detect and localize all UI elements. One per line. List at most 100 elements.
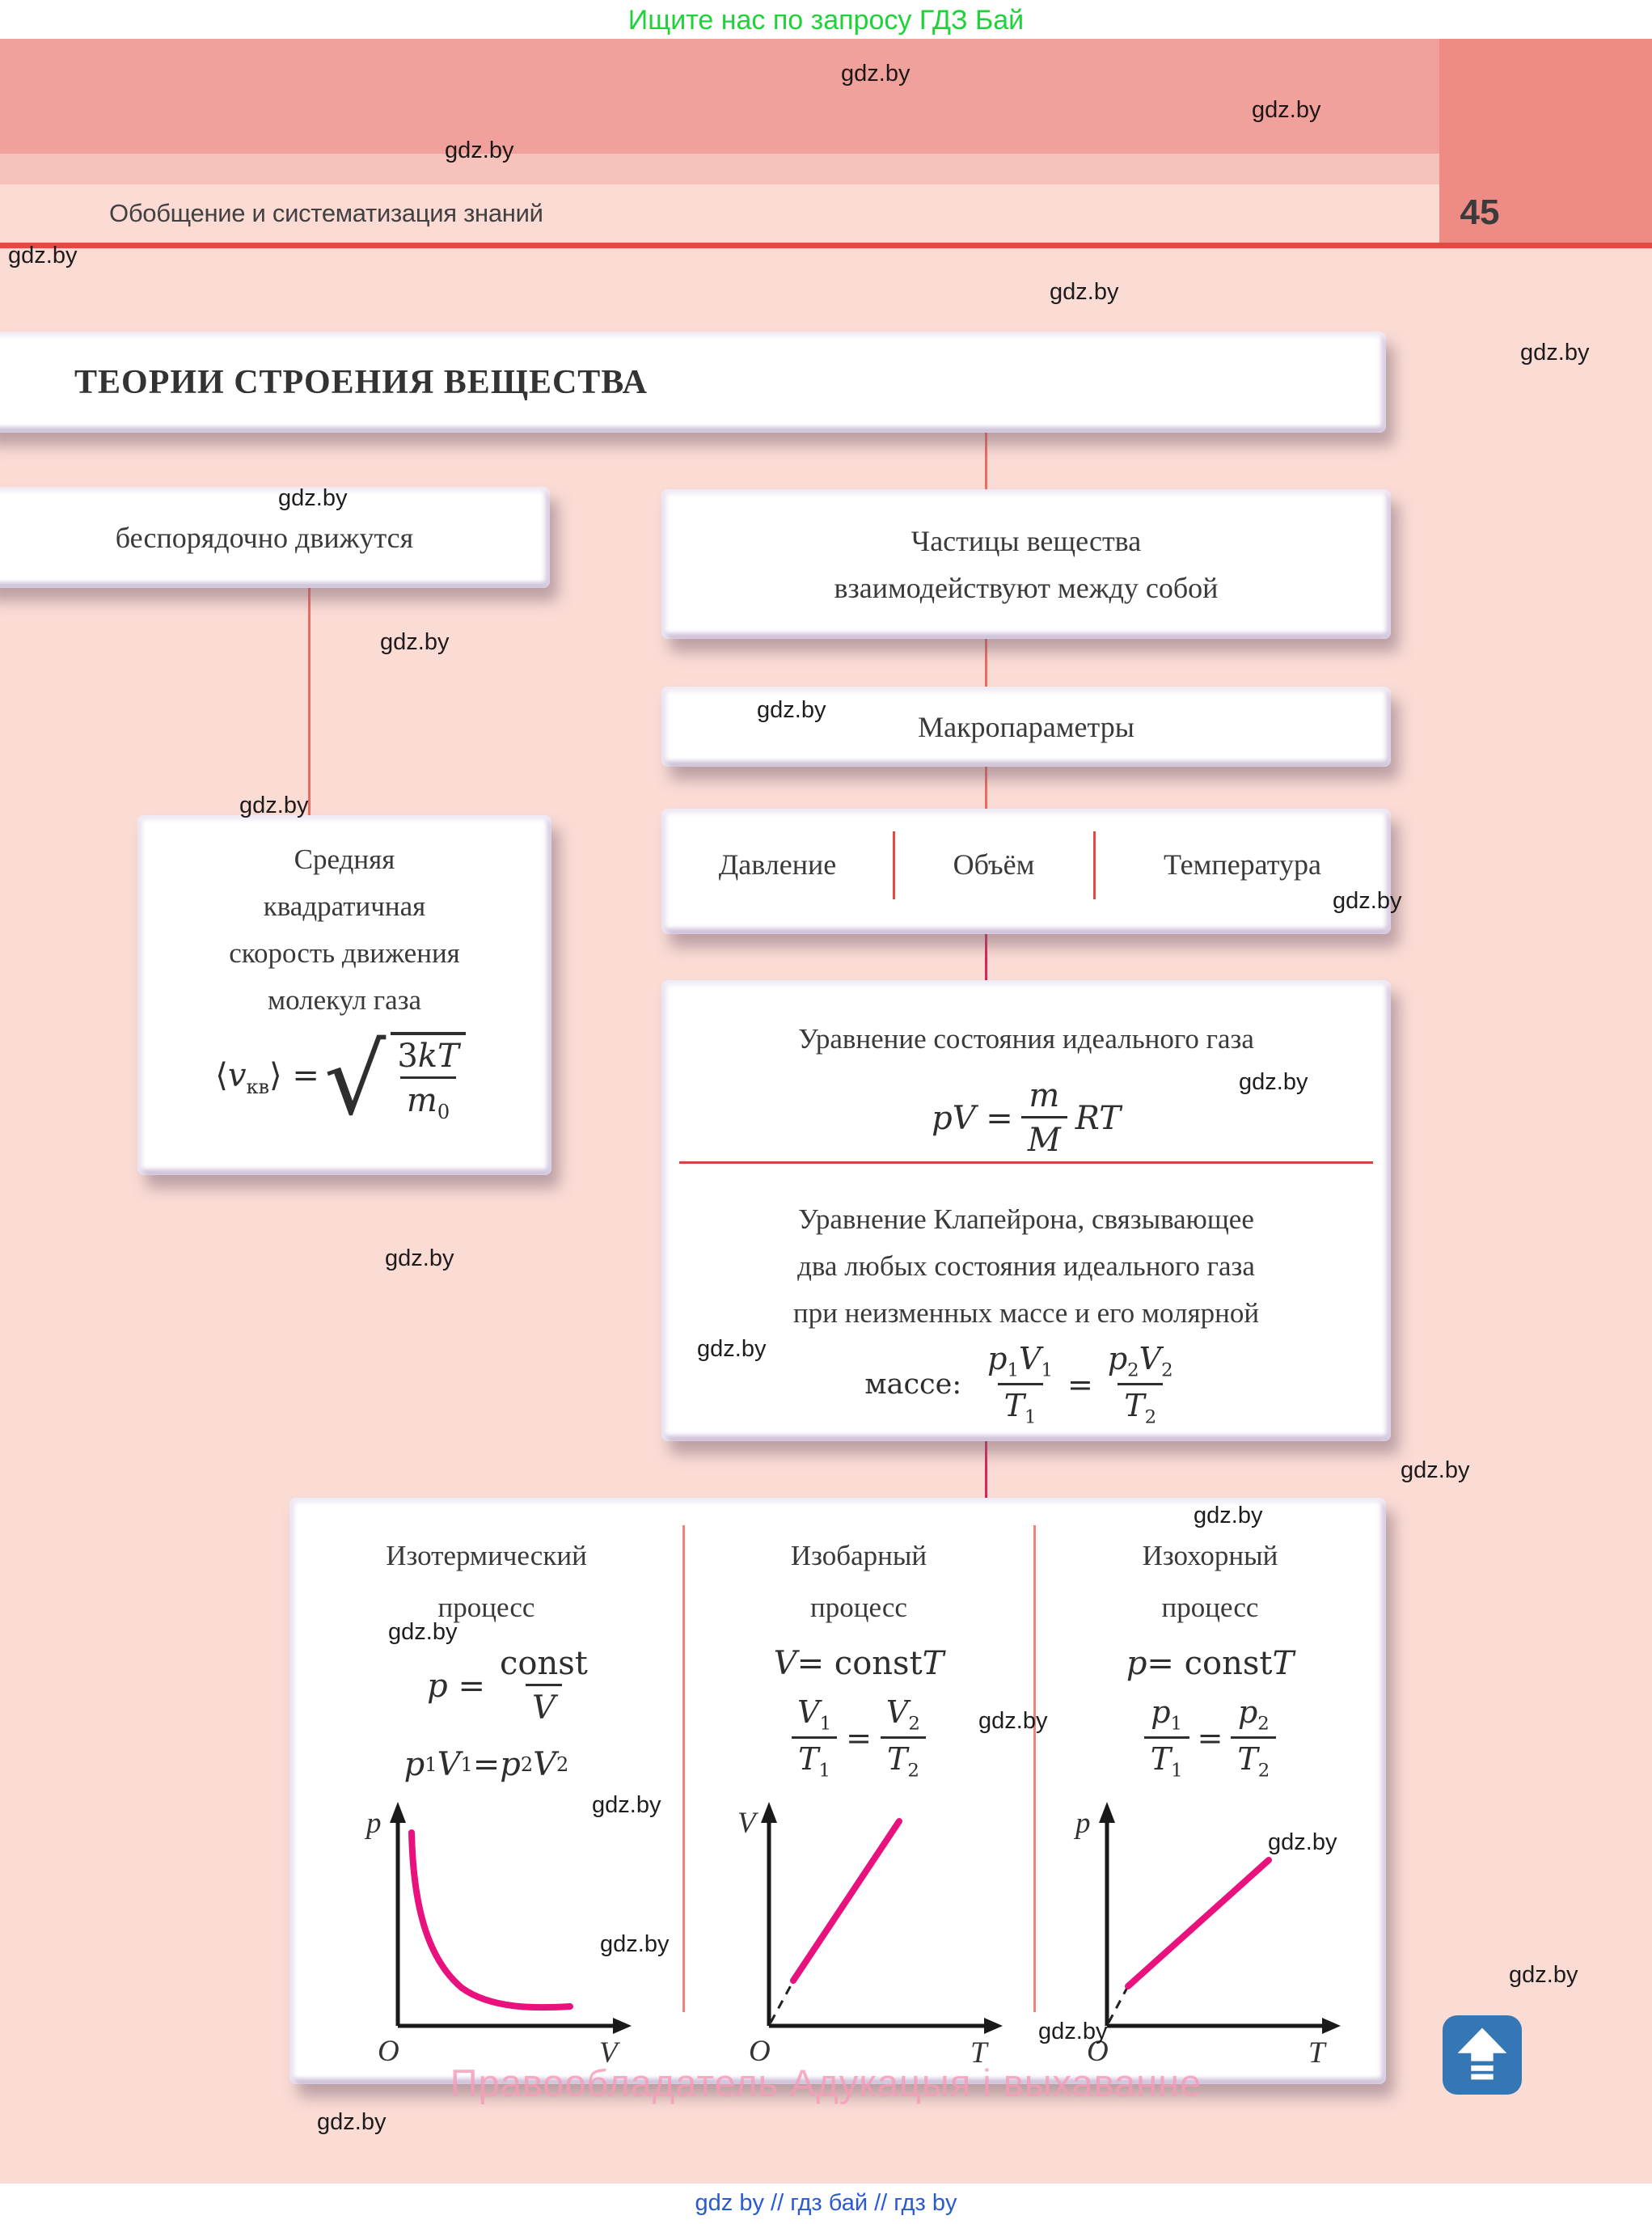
gdz-watermark: gdz.by	[978, 1708, 1048, 1734]
process-divider-1	[682, 1525, 685, 2012]
rms-line2: квадратичная	[263, 890, 426, 922]
isobaric-f2-den: T2	[880, 1736, 926, 1782]
volume-label: Объём	[953, 848, 1035, 881]
clapeyron-line2: два любых состояния идеального газа	[797, 1250, 1255, 1282]
gdz-watermark: gdz.by	[1509, 1962, 1578, 1988]
isochoric-f1-den: T1	[1143, 1736, 1189, 1782]
clapeyron-f2-num: p2V2	[1107, 1341, 1173, 1381]
gdz-watermark: gdz.by	[239, 793, 309, 818]
macroparameters-text: Макропараметры	[918, 710, 1134, 743]
particles-line1: Частицы вещества	[911, 524, 1142, 557]
gdz-watermark: gdz.by	[445, 137, 514, 163]
connector-title-particles	[985, 427, 987, 492]
connector-random-rms	[308, 584, 311, 818]
header-band-light	[0, 184, 1652, 243]
mass-label: массе:	[864, 1368, 962, 1402]
clapeyron-formula: массе: p1V1 T1 = p2V2 T2	[864, 1341, 1187, 1428]
gdz-watermark: gdz.by	[697, 1336, 767, 1362]
isochoric-column: Изохорный процесс p = const T p1 T1 = p2…	[1034, 1498, 1386, 2096]
gdz-watermark: gdz.by	[278, 485, 348, 511]
header-band-dark	[0, 39, 1652, 154]
isothermal-graph: p O V	[364, 1802, 632, 2066]
parameters-box: Давление Объём Температура	[661, 809, 1391, 934]
isobaric-fraction-1: V1 T1	[791, 1694, 838, 1782]
origin-label: O	[749, 2035, 771, 2066]
diagram-title: ТЕОРИИ СТРОЕНИЯ ВЕЩЕСТВА	[74, 363, 649, 401]
clapeyron-fraction-1: p1V1 T1	[981, 1341, 1059, 1428]
isochoric-f2-den: T2	[1231, 1736, 1277, 1782]
connector-particles-macro	[985, 635, 987, 690]
isochoric-graph: p O T	[1073, 1802, 1341, 2066]
gdz-watermark: gdz.by	[317, 2109, 387, 2135]
particles-box: Частицы вещества взаимодействуют между с…	[661, 489, 1391, 639]
gdz-watermark: gdz.by	[1239, 1069, 1308, 1095]
y-axis-arrow-icon	[1099, 1802, 1115, 1823]
isothermal-title-2: процесс	[437, 1592, 535, 1623]
isobaric-equals: =	[846, 1720, 872, 1757]
header-band-medium	[0, 154, 1652, 184]
process-divider-2	[1033, 1525, 1036, 2012]
section-header: Обобщение и систематизация знаний	[109, 199, 543, 227]
promo-text: Ищите нас по запросу ГДЗ Бай	[627, 5, 1025, 36]
scroll-top-button[interactable]	[1443, 2015, 1522, 2095]
radical-sign: √	[323, 1024, 387, 1137]
isobar-dashed-segment	[769, 1976, 797, 2023]
title-box: ТЕОРИИ СТРОЕНИЯ ВЕЩЕСТВА	[0, 332, 1386, 433]
clapeyron-line3: при неизменных массе и его молярной	[792, 1297, 1260, 1329]
state-fraction: m M	[1020, 1077, 1067, 1159]
gdz-watermark: gdz.by	[1194, 1503, 1263, 1528]
footer-links[interactable]: gdz by // гдз бай // гдз by	[695, 2190, 957, 2216]
gdz-watermark: gdz.by	[380, 629, 450, 655]
state-equation-box: Уравнение состояния идеального газа pV =…	[661, 980, 1391, 1441]
x-axis-label: T	[970, 2036, 989, 2066]
macroparameters-box: Макропараметры	[661, 687, 1391, 767]
isochoric-f2-num: p2	[1237, 1694, 1270, 1735]
copyright-watermark: Правообладатель Адукацыя і выхаванне	[450, 2061, 1202, 2104]
isobaric-graph: V O T	[737, 1802, 1003, 2066]
gdz-watermark: gdz.by	[1252, 97, 1321, 123]
isobar-line	[790, 1818, 902, 1984]
state-rhs: RT	[1075, 1099, 1121, 1137]
isochoric-eq2: p1 T1 = p2 T2	[1136, 1694, 1285, 1782]
footer-strip	[0, 2184, 1652, 2224]
gdz-watermark: gdz.by	[388, 1619, 458, 1645]
connector-params-state	[985, 930, 987, 983]
rms-formula: ⟨vкв⟩ = √ 3kT m0	[215, 1024, 473, 1137]
parameters-divider-1	[893, 831, 895, 899]
clapeyron-f2-den: T2	[1118, 1382, 1164, 1428]
isothermal-eq1-lhs: p =	[427, 1667, 485, 1705]
clapeyron-equals: =	[1067, 1367, 1093, 1403]
state-fraction-den: M	[1020, 1116, 1067, 1159]
state-lhs: pV =	[932, 1099, 1013, 1137]
clapeyron-f1-den: T1	[997, 1382, 1043, 1428]
isobaric-f1-num: V1	[797, 1694, 832, 1735]
gdz-watermark: gdz.by	[1401, 1457, 1470, 1483]
clapeyron-f1-num: p1V1	[987, 1341, 1053, 1381]
isobaric-f1-den: T1	[792, 1736, 838, 1782]
gdz-watermark: gdz.by	[1268, 1829, 1337, 1855]
rms-fraction: 3kT m0	[391, 1032, 466, 1124]
isothermal-eq1-fraction: const V	[493, 1645, 594, 1727]
clapeyron-fraction-2: p2V2 T2	[1101, 1341, 1180, 1428]
isobaric-fraction-2: V2 T2	[880, 1694, 927, 1782]
isobaric-column: Изобарный процесс V = const T V1 T1 = V2…	[683, 1498, 1034, 2096]
isobaric-eq1: V = const T	[773, 1645, 944, 1682]
isochoric-f1-num: p1	[1151, 1694, 1183, 1735]
gdz-watermark: gdz.by	[757, 697, 826, 723]
gdz-watermark: gdz.by	[1050, 279, 1119, 305]
isochoric-title-1: Изохорный	[1142, 1540, 1278, 1571]
x-axis-arrow-icon	[984, 2018, 1003, 2034]
rms-speed-box: Средняя квадратичная скорость движения м…	[137, 815, 551, 1175]
x-axis-arrow-icon	[613, 2018, 632, 2034]
connector-state-processes	[985, 1438, 987, 1501]
state-equation-title: Уравнение состояния идеального газа	[798, 1023, 1254, 1055]
gdz-watermark: gdz.by	[600, 1931, 670, 1957]
page-number: 45	[1460, 192, 1500, 232]
y-axis-label: p	[1073, 1807, 1091, 1840]
pressure-label: Давление	[718, 848, 837, 881]
random-motion-box: беспорядочно движутся	[0, 487, 550, 588]
page-number-column	[1439, 39, 1652, 243]
temperature-label: Температура	[1164, 848, 1321, 881]
x-axis-arrow-icon	[1322, 2018, 1341, 2034]
